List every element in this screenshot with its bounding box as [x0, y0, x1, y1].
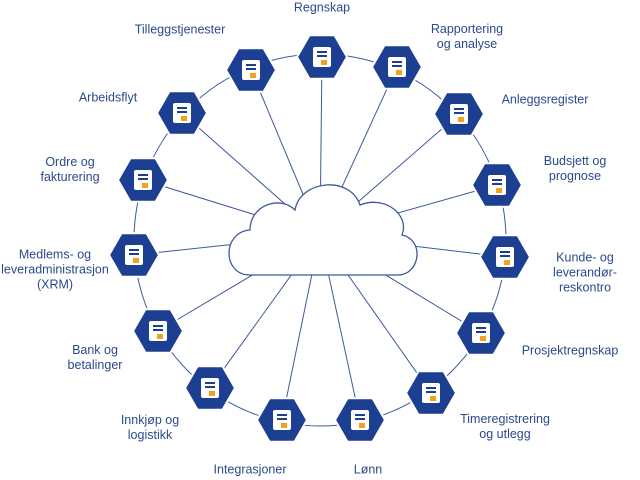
module-node[interactable] — [479, 234, 531, 280]
module-node[interactable] — [184, 365, 236, 411]
box-icon — [201, 378, 219, 398]
building-icon — [450, 104, 468, 124]
invoice-icon — [134, 170, 152, 190]
module-node[interactable] — [455, 310, 507, 356]
pie-chart-icon — [388, 57, 406, 77]
module-label: Lønn — [353, 462, 383, 477]
payslip-envelope-icon — [351, 410, 369, 430]
id-badge-icon — [125, 245, 143, 265]
module-node[interactable] — [108, 232, 160, 278]
module-node[interactable] — [471, 162, 523, 208]
module-node[interactable] — [433, 91, 485, 137]
module-label: Integrasjoner — [213, 462, 287, 477]
module-node[interactable] — [334, 397, 386, 443]
bank-icon — [149, 321, 167, 341]
module-label: Anleggsregister — [501, 92, 589, 107]
diamond-icon — [242, 60, 260, 80]
module-label: Timeregistrering og utlegg — [460, 412, 550, 441]
module-label: Rapportering og analyse — [430, 22, 504, 51]
module-node[interactable] — [156, 90, 208, 136]
accounting-report-icon — [313, 47, 331, 67]
module-node[interactable] — [405, 370, 457, 416]
module-label: Ordre og fakturering — [40, 155, 100, 184]
calendar-check-icon — [496, 247, 514, 267]
hourglass-icon — [422, 383, 440, 403]
module-node[interactable] — [256, 397, 308, 443]
module-label: Medlems- og leveradministrasjon (XRM) — [1, 247, 109, 292]
module-label: Kunde- og leverandør- reskontro — [553, 250, 617, 295]
cloud-icon — [228, 184, 418, 276]
module-label: Arbeidsflyt — [78, 90, 138, 105]
module-node[interactable] — [225, 47, 277, 93]
module-label: Regnskap — [293, 0, 351, 15]
module-node[interactable] — [117, 157, 169, 203]
growth-chart-icon — [488, 175, 506, 195]
module-label: Budsjett og prognose — [543, 154, 607, 183]
module-label: Innkjøp og logistikk — [120, 413, 180, 442]
workflow-icon — [173, 103, 191, 123]
module-label: Tilleggstjenester — [134, 22, 226, 37]
module-node[interactable] — [296, 34, 348, 80]
module-node[interactable] — [132, 308, 184, 354]
module-label: Bank og betalinger — [67, 343, 123, 372]
link-icon — [273, 410, 291, 430]
spreadsheet-icon — [472, 323, 490, 343]
module-label: Prosjektregnskap — [521, 343, 619, 358]
module-node[interactable] — [371, 44, 423, 90]
